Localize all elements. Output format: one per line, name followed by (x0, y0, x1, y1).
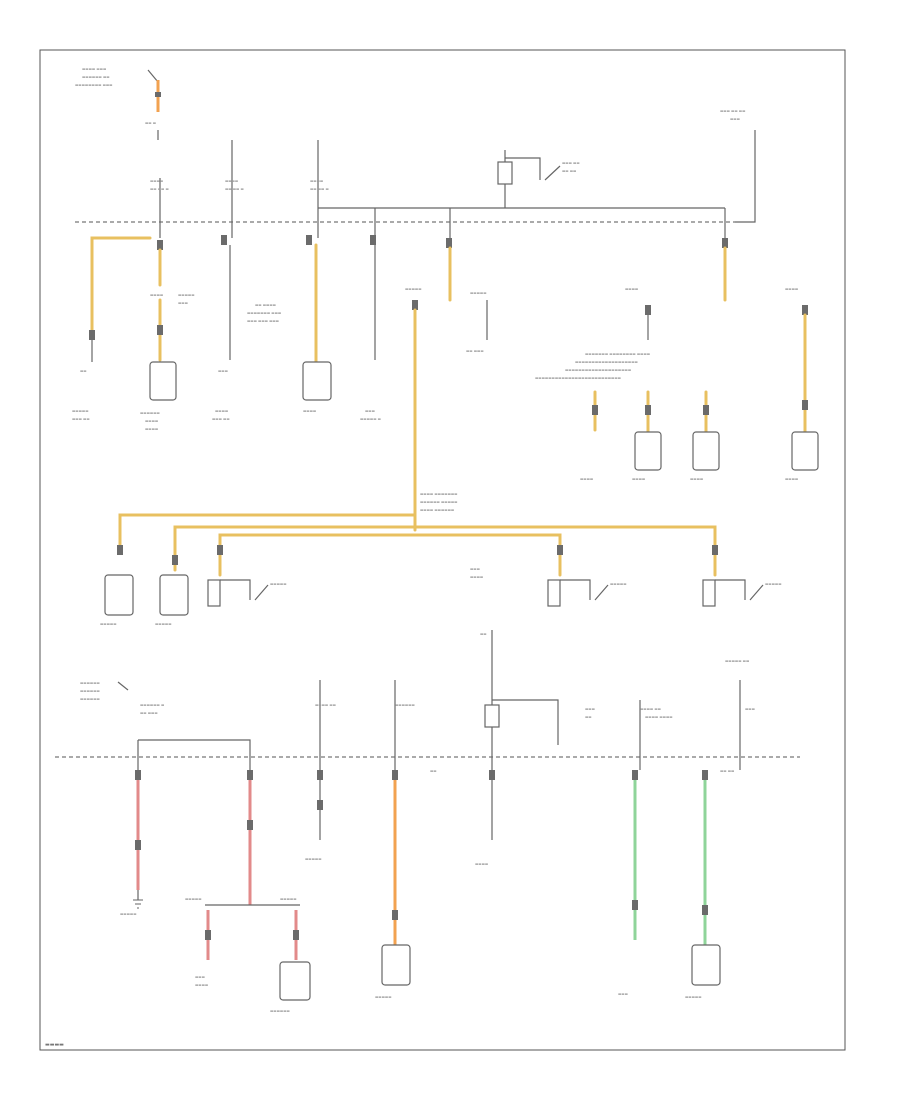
lower-bus-feeds: ▬▬▬▬▬▬ ▬▬▬▬▬▬ ▬▬▬▬▬▬ ▬▬▬▬▬▬ ▬ ▬▬ ▬▬▬ ▬▬▬… (80, 630, 755, 773)
svg-text:▬▬▬▬▬▬: ▬▬▬▬▬▬ (80, 697, 100, 701)
svg-text:▬▬▬ ▬▬: ▬▬▬ ▬▬ (72, 417, 90, 421)
svg-text:▬▬▬▬▬▬: ▬▬▬▬▬▬ (80, 689, 100, 693)
svg-text:▬▬▬: ▬▬▬ (218, 369, 228, 373)
svg-text:▬▬▬ ▬▬: ▬▬▬ ▬▬ (562, 161, 580, 165)
svg-text:▬▬▬: ▬▬▬ (365, 409, 375, 413)
svg-text:▬▬▬▬▬ ▬▬: ▬▬▬▬▬ ▬▬ (725, 659, 749, 663)
svg-text:▬▬▬: ▬▬▬ (745, 707, 755, 711)
diagram-frame (39, 49, 846, 1051)
svg-text:▬▬▬▬▬ ▬: ▬▬▬▬▬ ▬ (360, 417, 381, 421)
right-component-cluster: ▬▬▬▬ ▬▬▬▬▬▬▬ ▬▬▬▬▬▬▬▬ ▬▬▬▬ ▬▬▬▬▬▬▬▬▬▬▬▬▬… (535, 287, 819, 481)
svg-text:▬▬▬ ▬▬ ▬▬: ▬▬▬ ▬▬ ▬▬ (720, 109, 745, 113)
svg-text:▬▬▬▬▬: ▬▬▬▬▬ (305, 857, 322, 861)
svg-text:▬▬▬▬ ▬▬▬▬: ▬▬▬▬ ▬▬▬▬ (645, 715, 673, 719)
svg-text:▬▬▬: ▬▬▬ (178, 301, 188, 305)
svg-text:▬▬▬▬: ▬▬▬▬ (145, 427, 158, 431)
svg-text:▬▬ ▬▬▬▬: ▬▬ ▬▬▬▬ (255, 303, 276, 307)
svg-text:▬▬ ▬▬ ▬: ▬▬ ▬▬ ▬ (150, 187, 169, 191)
svg-text:▬▬▬▬▬: ▬▬▬▬▬ (120, 912, 137, 916)
top-branches: ▬▬ ▬▬▬▬▬ ▬▬▬ ▬▬ ▬▬▬▬ ▬▬▬▬▬ ▬▬▬ ▬▬▬▬▬▬ ▬▬… (72, 235, 728, 431)
svg-text:▬▬▬▬▬▬ ▬: ▬▬▬▬▬▬ ▬ (140, 703, 164, 707)
lower-branches: ▬▬▬▬▬ ▬▬▬▬▬ ▬▬▬▬▬ ▬▬▬ ▬▬▬▬ ▬▬▬▬▬▬ ▬▬▬▬▬ … (120, 769, 734, 1013)
svg-text:▬▬▬▬: ▬▬▬▬ (150, 293, 163, 297)
middle-relay-row: ▬▬▬▬▬ ▬▬▬▬▬ ▬▬▬▬▬ ▬▬▬▬▬ ▬▬▬▬▬ ▬▬▬ ▬▬▬▬ (100, 545, 782, 626)
svg-text:▬▬▬▬: ▬▬▬▬ (150, 179, 163, 183)
main-yellow-distribution: ▬▬▬▬▬ ▬▬▬▬ ▬▬▬▬▬▬▬ ▬▬▬▬▬▬ ▬▬▬▬▬ ▬▬▬▬ ▬▬▬… (118, 287, 717, 577)
top-bus-feeds: ▬▬▬▬ ▬▬ ▬▬ ▬ ▬▬▬▬ ▬▬ ▬▬ ▬ ▬▬▬▬ ▬▬ ▬▬ ▬ ▬… (150, 109, 756, 238)
svg-text:▬▬▬▬▬▬▬▬ ▬▬▬: ▬▬▬▬▬▬▬▬ ▬▬▬ (75, 83, 113, 87)
svg-text:▬▬▬▬: ▬▬▬▬ (215, 409, 228, 413)
svg-text:▬▬▬▬▬▬▬▬▬▬▬▬▬▬▬▬▬▬▬▬▬▬▬▬▬▬: ▬▬▬▬▬▬▬▬▬▬▬▬▬▬▬▬▬▬▬▬▬▬▬▬▬▬ (535, 376, 621, 380)
svg-text:▬▬▬▬▬▬▬▬▬▬▬▬▬▬▬▬▬▬▬▬: ▬▬▬▬▬▬▬▬▬▬▬▬▬▬▬▬▬▬▬▬ (565, 368, 631, 372)
svg-text:▬▬▬▬: ▬▬▬▬ (785, 477, 798, 481)
diagram-corner-code: ▬▬▬▬ (45, 1042, 64, 1048)
svg-text:▬▬▬▬: ▬▬▬▬ (632, 477, 645, 481)
svg-text:▬▬▬ ▬▬▬ ▬▬▬: ▬▬▬ ▬▬▬ ▬▬▬ (247, 319, 279, 323)
svg-text:▬▬▬▬▬: ▬▬▬▬▬ (280, 897, 297, 901)
svg-text:▬▬ ▬▬ ▬: ▬▬ ▬▬ ▬ (310, 187, 329, 191)
svg-text:▬▬▬▬▬: ▬▬▬▬▬ (375, 995, 392, 999)
svg-text:▬▬▬▬▬: ▬▬▬▬▬ (178, 293, 195, 297)
top-power-feed: ▬▬▬▬ ▬▬▬ ▬▬▬▬▬▬ ▬▬ ▬▬▬▬▬▬▬▬ ▬▬▬ ▬▬ ▬ (75, 67, 161, 140)
svg-text:▬▬▬▬ ▬▬: ▬▬▬▬ ▬▬ (315, 703, 336, 707)
svg-text:▬▬▬: ▬▬▬ (618, 992, 628, 996)
svg-text:▬▬▬▬▬▬: ▬▬▬▬▬▬ (270, 1009, 290, 1013)
svg-text:▬▬▬▬▬▬▬ ▬▬▬▬▬▬▬▬ ▬▬▬▬: ▬▬▬▬▬▬▬ ▬▬▬▬▬▬▬▬ ▬▬▬▬ (585, 352, 650, 356)
svg-text:▬▬ ▬: ▬▬ ▬ (145, 121, 156, 125)
svg-text:▬▬▬▬ ▬▬▬▬▬▬▬: ▬▬▬▬ ▬▬▬▬▬▬▬ (420, 492, 458, 496)
svg-text:▬▬▬▬ ▬▬▬: ▬▬▬▬ ▬▬▬ (82, 67, 106, 71)
svg-text:▬▬▬▬▬▬ ▬▬▬▬▬: ▬▬▬▬▬▬ ▬▬▬▬▬ (420, 500, 458, 504)
svg-text:▬▬: ▬▬ (430, 769, 437, 773)
svg-text:▬▬ ▬▬▬: ▬▬ ▬▬▬ (140, 711, 158, 715)
svg-text:▬▬▬▬: ▬▬▬▬ (195, 983, 208, 987)
svg-text:▬▬▬▬▬: ▬▬▬▬▬ (270, 582, 287, 586)
svg-text:▬▬ ▬▬: ▬▬ ▬▬ (562, 169, 576, 173)
svg-text:▬▬▬: ▬▬▬ (470, 567, 480, 571)
svg-text:▬▬▬▬▬▬: ▬▬▬▬▬▬ (140, 411, 160, 415)
svg-text:▬▬▬: ▬▬▬ (195, 975, 205, 979)
svg-text:▬▬▬ ▬▬: ▬▬▬ ▬▬ (212, 417, 230, 421)
svg-text:▬▬: ▬▬ (480, 632, 487, 636)
svg-text:▬▬▬▬▬: ▬▬▬▬▬ (610, 582, 627, 586)
svg-text:▬▬ ▬▬: ▬▬ ▬▬ (720, 769, 734, 773)
svg-text:▬▬▬▬▬: ▬▬▬▬▬ (155, 622, 172, 626)
svg-text:▬▬▬▬▬▬▬ ▬▬▬: ▬▬▬▬▬▬▬ ▬▬▬ (247, 311, 281, 315)
svg-text:▬▬▬▬: ▬▬▬▬ (303, 409, 316, 413)
svg-text:▬▬▬▬ ▬▬▬▬▬▬: ▬▬▬▬ ▬▬▬▬▬▬ (420, 508, 454, 512)
svg-text:▬▬▬: ▬▬▬ (585, 707, 595, 711)
svg-text:▬▬▬▬: ▬▬▬▬ (580, 477, 593, 481)
svg-text:▬▬▬▬: ▬▬▬▬ (145, 419, 158, 423)
svg-text:▬▬ ▬▬▬: ▬▬ ▬▬▬ (466, 349, 484, 353)
svg-text:▬▬▬▬▬▬: ▬▬▬▬▬▬ (80, 681, 100, 685)
svg-text:▬▬▬▬: ▬▬▬▬ (470, 575, 483, 579)
svg-text:▬▬▬▬▬▬▬▬▬▬▬▬▬▬▬▬▬▬▬: ▬▬▬▬▬▬▬▬▬▬▬▬▬▬▬▬▬▬▬ (575, 360, 638, 364)
svg-text:▬▬▬▬▬: ▬▬▬▬▬ (470, 291, 487, 295)
svg-text:▬▬▬▬▬▬ ▬▬: ▬▬▬▬▬▬ ▬▬ (82, 75, 110, 79)
svg-text:▬▬▬▬ ▬▬: ▬▬▬▬ ▬▬ (640, 707, 661, 711)
svg-text:▬▬▬▬▬▬: ▬▬▬▬▬▬ (395, 703, 415, 707)
svg-text:▬▬▬▬: ▬▬▬▬ (625, 287, 638, 291)
svg-text:▬▬▬▬▬: ▬▬▬▬▬ (72, 409, 89, 413)
svg-text:▬▬▬▬▬: ▬▬▬▬▬ (405, 287, 422, 291)
svg-text:▬▬▬▬▬: ▬▬▬▬▬ (685, 995, 702, 999)
svg-text:▬▬▬▬: ▬▬▬▬ (310, 179, 323, 183)
svg-text:▬▬▬▬: ▬▬▬▬ (785, 287, 798, 291)
svg-text:▬▬▬: ▬▬▬ (730, 117, 740, 121)
svg-text:▬▬: ▬▬ (80, 369, 87, 373)
svg-text:▬▬ ▬▬ ▬: ▬▬ ▬▬ ▬ (225, 187, 244, 191)
svg-text:▬▬▬▬: ▬▬▬▬ (475, 862, 488, 866)
svg-text:▬▬▬▬▬: ▬▬▬▬▬ (100, 622, 117, 626)
svg-text:▬▬▬▬▬: ▬▬▬▬▬ (765, 582, 782, 586)
svg-text:▬▬▬▬▬: ▬▬▬▬▬ (185, 897, 202, 901)
svg-text:▬▬▬▬: ▬▬▬▬ (225, 179, 238, 183)
svg-text:▬▬: ▬▬ (585, 715, 592, 719)
svg-text:▬▬▬▬: ▬▬▬▬ (690, 477, 703, 481)
